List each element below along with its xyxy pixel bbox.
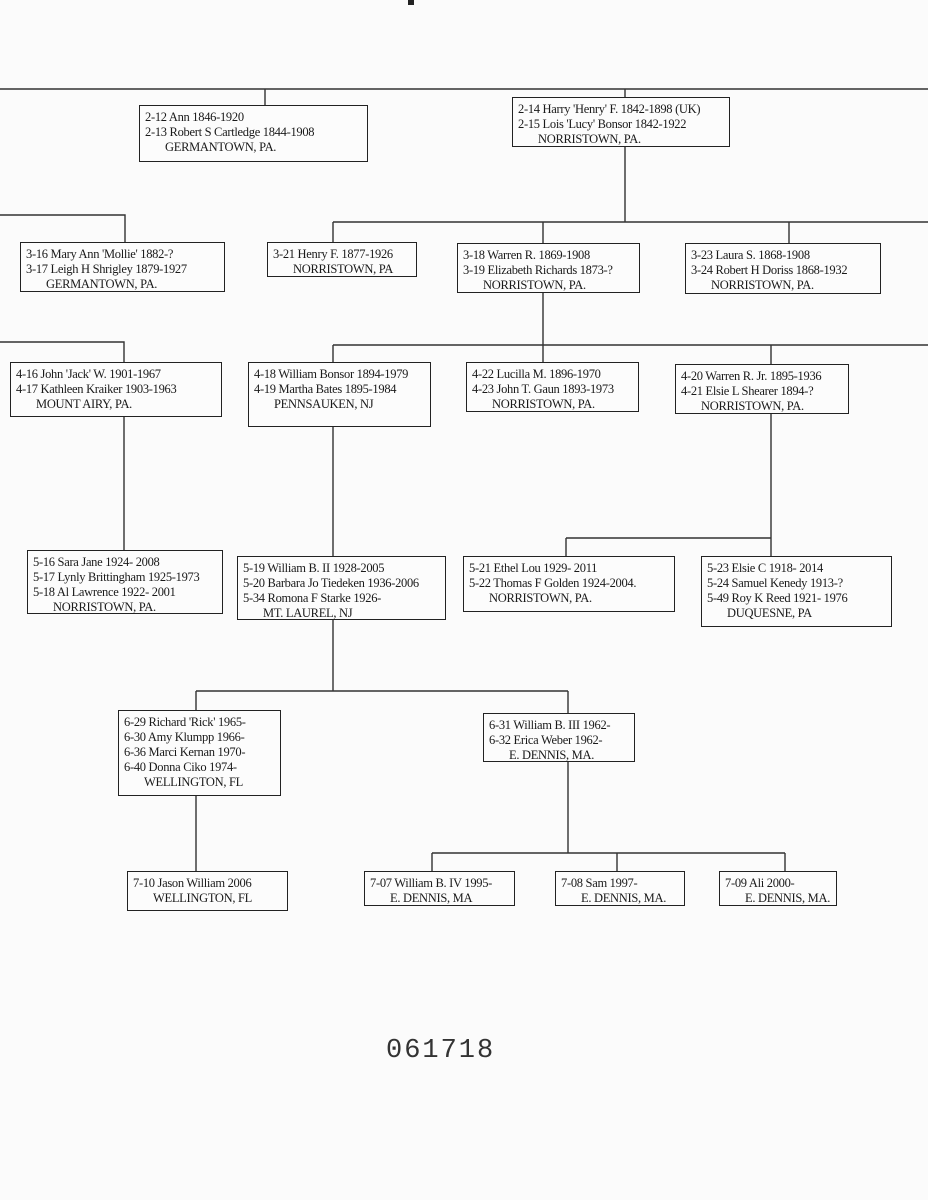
place-label: NORRISTOWN, PA. <box>492 397 595 411</box>
person-entry: 2-15 Lois 'Lucy' Bonsor 1842-1922 <box>518 117 687 131</box>
person-entry: 4-20 Warren R. Jr. 1895-1936 <box>681 369 822 383</box>
place-label: DUQUESNE, PA <box>727 606 812 620</box>
place-label: NORRISTOWN, PA <box>293 262 393 276</box>
person-entry: 2-12 Ann 1846-1920 <box>145 110 244 124</box>
family-box-708: 7-08 Sam 1997-E. DENNIS, MA. <box>555 871 685 906</box>
family-box-707: 7-07 William B. IV 1995-E. DENNIS, MA <box>364 871 515 906</box>
family-box-709: 7-09 Ali 2000-E. DENNIS, MA. <box>719 871 837 906</box>
person-entry: 4-22 Lucilla M. 1896-1970 <box>472 367 601 381</box>
person-entry: 4-17 Kathleen Kraiker 1903-1963 <box>16 382 177 396</box>
person-entry: 4-16 John 'Jack' W. 1901-1967 <box>16 367 161 381</box>
place-label: E. DENNIS, MA. <box>509 748 595 762</box>
person-entry: 4-18 William Bonsor 1894-1979 <box>254 367 409 381</box>
person-entry: 4-23 John T. Gaun 1893-1973 <box>472 382 614 396</box>
person-entry: 3-24 Robert H Doriss 1868-1932 <box>691 263 848 277</box>
person-entry: 3-16 Mary Ann 'Mollie' 1882-? <box>26 247 174 261</box>
person-entry: 6-31 William B. III 1962- <box>489 718 611 732</box>
family-box-631: 6-31 William B. III 1962-6-32 Erica Webe… <box>483 713 635 762</box>
family-box-629: 6-29 Richard 'Rick' 1965-6-30 Amy Klumpp… <box>118 710 281 796</box>
person-entry: 3-23 Laura S. 1868-1908 <box>691 248 810 262</box>
person-entry: 6-32 Erica Weber 1962- <box>489 733 603 747</box>
line-gen4 <box>0 293 928 364</box>
place-label: MOUNT AIRY, PA. <box>36 397 133 411</box>
person-entry: 5-49 Roy K Reed 1921- 1976 <box>707 591 848 605</box>
place-label: PENNSAUKEN, NJ <box>274 397 374 411</box>
person-entry: 4-19 Martha Bates 1895-1984 <box>254 382 397 396</box>
person-entry: 5-20 Barbara Jo Tiedeken 1936-2006 <box>243 576 419 590</box>
place-label: MT. LAUREL, NJ <box>263 606 353 620</box>
line-gen7 <box>195 762 786 871</box>
place-label: NORRISTOWN, PA. <box>701 399 804 413</box>
person-entry: 5-16 Sara Jane 1924- 2008 <box>33 555 160 569</box>
person-entry: 5-22 Thomas F Golden 1924-2004. <box>469 576 637 590</box>
person-entry: 7-08 Sam 1997- <box>561 876 638 890</box>
person-entry: 6-40 Donna Ciko 1974- <box>124 760 237 774</box>
person-entry: 5-17 Lynly Brittingham 1925-1973 <box>33 570 200 584</box>
scan-mark <box>408 0 414 5</box>
person-entry: 6-36 Marci Kernan 1970- <box>124 745 246 759</box>
place-label: WELLINGTON, FL <box>153 891 253 905</box>
person-entry: 5-18 Al Lawrence 1922- 2001 <box>33 585 176 599</box>
person-entry: 3-21 Henry F. 1877-1926 <box>273 247 393 261</box>
family-box-316: 3-16 Mary Ann 'Mollie' 1882-?3-17 Leigh … <box>20 242 225 292</box>
person-entry: 7-10 Jason William 2006 <box>133 876 252 890</box>
person-entry: 5-34 Romona F Starke 1926- <box>243 591 382 605</box>
person-entry: 3-17 Leigh H Shrigley 1879-1927 <box>26 262 187 276</box>
person-entry: 5-19 William B. II 1928-2005 <box>243 561 385 575</box>
line-gen2-top <box>0 88 928 105</box>
place-label: NORRISTOWN, PA. <box>489 591 592 605</box>
place-label: NORRISTOWN, PA. <box>483 278 586 292</box>
place-label: WELLINGTON, FL <box>144 775 244 789</box>
place-label: NORRISTOWN, PA. <box>538 132 641 146</box>
family-box-214: 2-14 Harry 'Henry' F. 1842-1898 (UK)2-15… <box>512 97 730 147</box>
person-entry: 7-07 William B. IV 1995- <box>370 876 493 890</box>
line-gen5 <box>123 414 772 556</box>
person-entry: 5-23 Elsie C 1918- 2014 <box>707 561 824 575</box>
person-entry: 5-24 Samuel Kenedy 1913-? <box>707 576 843 590</box>
place-label: GERMANTOWN, PA. <box>165 140 277 154</box>
place-label: GERMANTOWN, PA. <box>46 277 158 291</box>
person-entry: 2-14 Harry 'Henry' F. 1842-1898 (UK) <box>518 102 701 116</box>
person-entry: 3-19 Elizabeth Richards 1873-? <box>463 263 613 277</box>
person-entry: 4-21 Elsie L Shearer 1894-? <box>681 384 814 398</box>
person-entry: 6-29 Richard 'Rick' 1965- <box>124 715 246 729</box>
person-entry: 6-30 Amy Klumpp 1966- <box>124 730 245 744</box>
document-stamp-number: 061718 <box>386 1036 496 1066</box>
place-label: E. DENNIS, MA. <box>745 891 831 905</box>
person-entry: 5-21 Ethel Lou 1929- 2011 <box>469 561 598 575</box>
person-entry: 3-18 Warren R. 1869-1908 <box>463 248 590 262</box>
line-gen3 <box>0 147 928 243</box>
person-entry: 7-09 Ali 2000- <box>725 876 795 890</box>
person-entry: 2-13 Robert S Cartledge 1844-1908 <box>145 125 315 139</box>
place-label: E. DENNIS, MA <box>390 891 473 905</box>
line-gen6 <box>195 620 569 713</box>
place-label: NORRISTOWN, PA. <box>53 600 156 614</box>
place-label: NORRISTOWN, PA. <box>711 278 814 292</box>
place-label: E. DENNIS, MA. <box>581 891 667 905</box>
